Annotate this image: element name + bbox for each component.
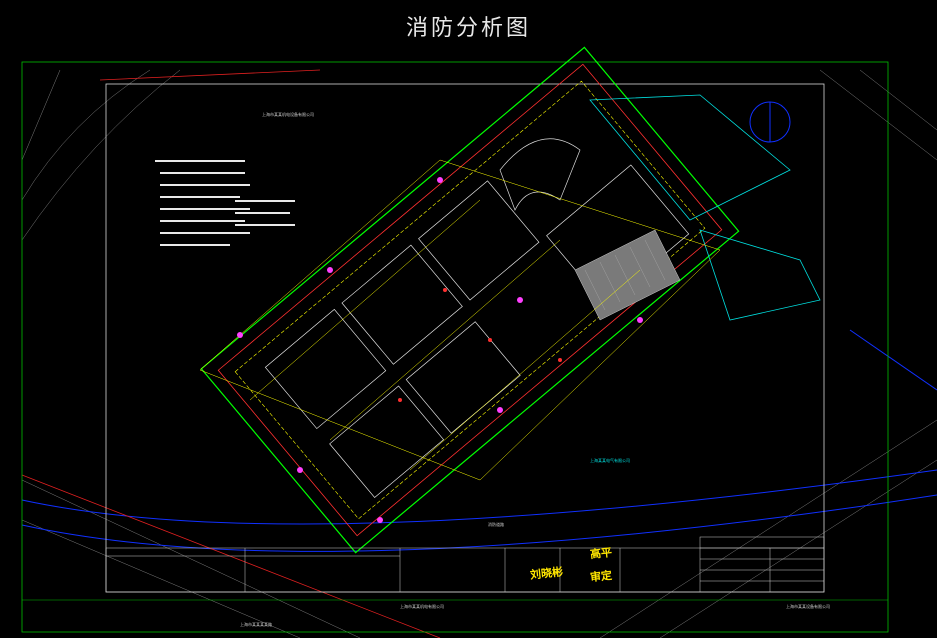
north-company-label: 上海市某某机电设备有限公司 <box>262 112 314 117</box>
road-lines <box>21 69 441 638</box>
fire-zone-label: 消防道路 <box>488 522 504 527</box>
hydrant-markers <box>398 288 562 402</box>
hatched-building <box>574 229 681 321</box>
terrain-lines <box>21 69 937 638</box>
bottom-company-right-label: 上海市某某设备有限公司 <box>786 604 830 609</box>
title-block <box>105 547 825 593</box>
drawing-title: 消防分析图 <box>405 16 531 41</box>
signature-stamp-2: 刘晓彬 <box>529 565 564 582</box>
signature-stamp-1: 高平 <box>589 545 613 562</box>
park-company-label: 上海某某电气有限公司 <box>590 458 630 463</box>
curved-building <box>499 138 581 211</box>
fire-markers <box>237 177 643 523</box>
fire-network <box>199 159 721 481</box>
site-boundary <box>200 46 740 554</box>
sheet-frame-outer <box>21 61 889 633</box>
title-block-header <box>699 536 825 549</box>
signature-stamp-3: 审定 <box>589 568 613 585</box>
adjacent-plots <box>589 94 821 321</box>
bottom-left-road-label: 上海市某某某某路 <box>240 622 272 627</box>
notes-block <box>155 160 295 246</box>
bottom-company-left-label: 上海市某某机电有限公司 <box>400 604 444 609</box>
